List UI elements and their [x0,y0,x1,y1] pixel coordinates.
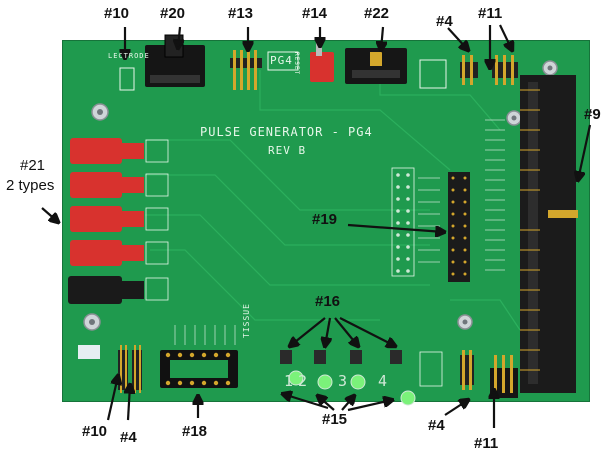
callout-11-bottom: #11 [474,435,499,452]
reset-label: RESET [293,52,300,76]
callout-21: #21 [20,157,46,174]
callout-15: #15 [322,411,348,428]
board-revision: REV B [268,144,307,157]
callout-11-top: #11 [478,5,503,22]
callout-10-bottom: #10 [82,423,108,440]
callout-21-subtitle: 2 types [6,177,55,194]
callout-18: #18 [182,423,208,440]
callout-19: #19 [312,211,338,228]
led-number-2: 2 [298,372,309,390]
tissue-label: TISSUE [242,303,251,338]
banana-connectors [68,138,169,304]
callout-4-bottom-left: #4 [120,429,137,446]
board-title: PULSE GENERATOR - PG4 [200,125,373,139]
callout-14: #14 [302,5,328,22]
header-j602 [230,50,262,90]
header-bottom-left [78,345,142,393]
led-number-4: 4 [378,372,389,390]
callout-22: #22 [364,5,390,22]
header-j101 [391,167,470,282]
connector-j301 [145,34,205,87]
reset-switch [310,40,334,82]
callout-9: #9 [584,106,601,123]
ic-socket [160,350,238,388]
callout-10-top: #10 [104,5,130,22]
connector-j303 [345,48,407,84]
led-array [280,350,443,406]
led-number-1: 1 [284,372,295,390]
header-bottom-right [460,350,518,398]
edge-connector [520,75,578,393]
callout-4-bottom-right: #4 [428,417,445,434]
callout-13: #13 [228,5,254,22]
header-top-right [460,55,518,85]
callout-20: #20 [160,5,186,22]
pg4-label: PG4 [270,54,293,67]
callout-4-top: #4 [436,13,453,30]
callout-arrows [41,24,592,428]
callout-16: #16 [315,293,341,310]
led-number-3: 3 [338,372,349,390]
mounting-holes [83,60,558,331]
electrode-label: LECTRODE [108,52,150,60]
